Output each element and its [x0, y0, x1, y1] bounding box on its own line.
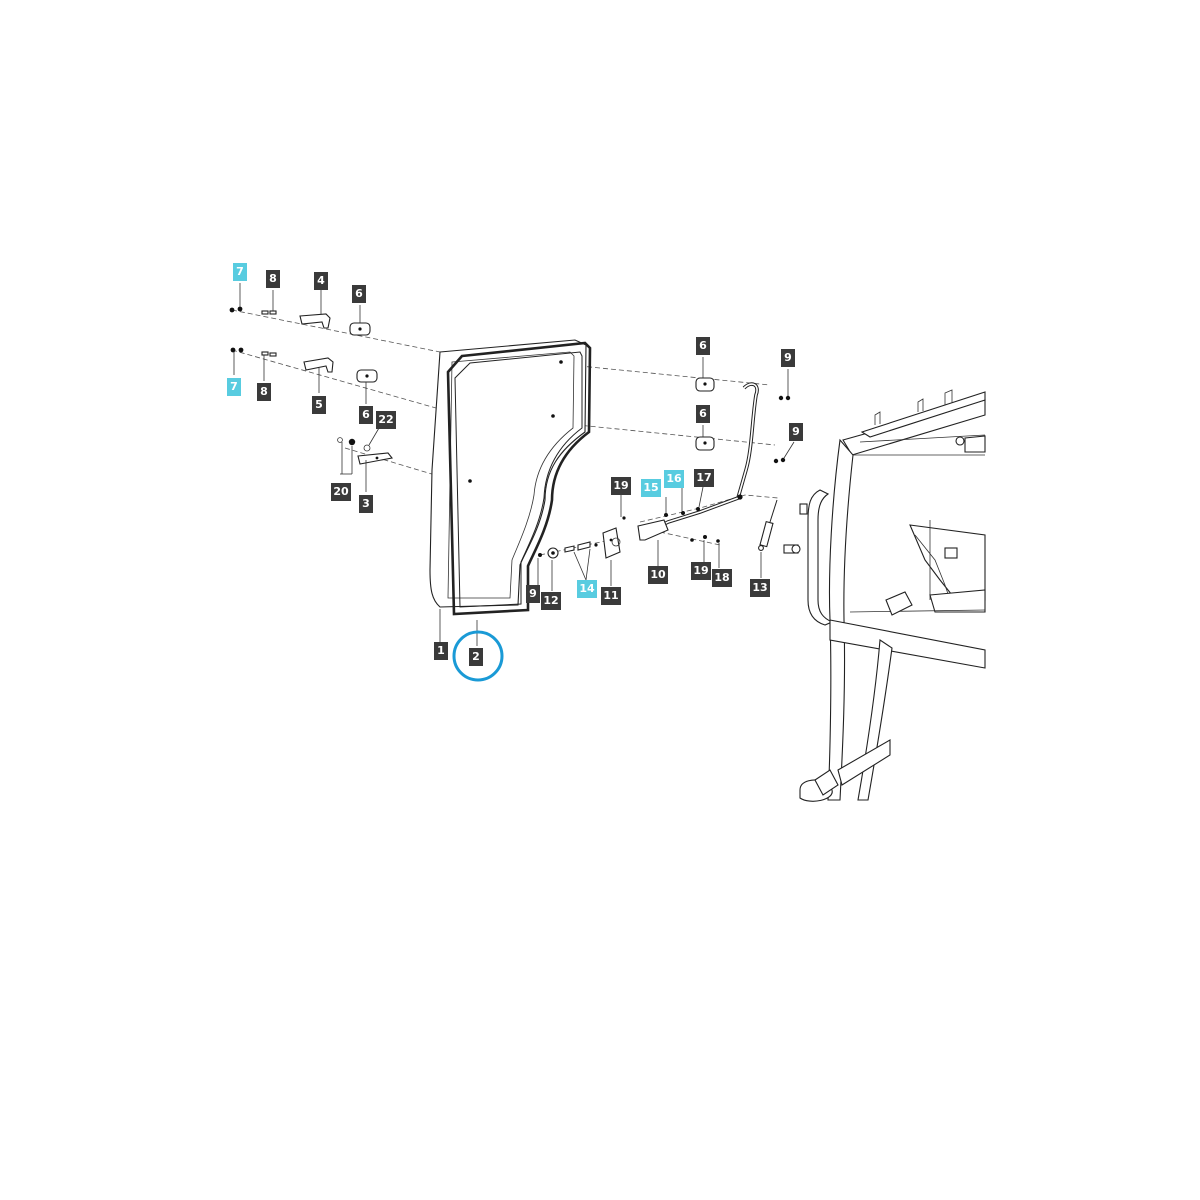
- callout-15[interactable]: 15: [641, 479, 661, 497]
- callout-19-lower[interactable]: 19: [691, 562, 711, 580]
- lower-hinge-group[interactable]: [230, 347, 378, 383]
- callout-6-lower-right[interactable]: 6: [696, 405, 710, 423]
- callout-16[interactable]: 16: [664, 470, 684, 488]
- callout-2-selected[interactable]: 2: [469, 648, 483, 666]
- glass-mount-holes: [468, 360, 563, 483]
- door-handle-rod[interactable]: [651, 382, 759, 532]
- callout-9-middle[interactable]: 9: [789, 423, 803, 441]
- callout-6-lower-left[interactable]: 6: [359, 406, 373, 424]
- callout-8-lower[interactable]: 8: [257, 383, 271, 401]
- callout-6-upper-left[interactable]: 6: [352, 285, 366, 303]
- cab-frame: [783, 389, 986, 802]
- callout-9-upper[interactable]: 9: [781, 349, 795, 367]
- callout-22[interactable]: 22: [376, 411, 396, 429]
- callout-6-upper-right[interactable]: 6: [696, 337, 710, 355]
- leader-lines: [233, 283, 795, 646]
- frame-hinge-plates[interactable]: [695, 377, 791, 464]
- upper-hinge-group[interactable]: [229, 306, 371, 336]
- callout-9-lower[interactable]: 9: [526, 585, 540, 603]
- selection-ring: [452, 630, 504, 682]
- callout-5[interactable]: 5: [312, 396, 326, 414]
- callout-1[interactable]: 1: [434, 642, 448, 660]
- callout-11[interactable]: 11: [601, 587, 621, 605]
- callout-14[interactable]: 14: [577, 580, 597, 598]
- callout-13[interactable]: 13: [750, 579, 770, 597]
- gas-strut-part-13[interactable]: [758, 499, 778, 551]
- callout-17[interactable]: 17: [694, 469, 714, 487]
- callout-8-upper[interactable]: 8: [266, 270, 280, 288]
- door-glass-part-1[interactable]: [429, 339, 587, 608]
- check-strap-group[interactable]: [337, 437, 394, 465]
- callout-10[interactable]: 10: [648, 566, 668, 584]
- callout-3[interactable]: 3: [359, 495, 373, 513]
- callout-4[interactable]: 4: [314, 272, 328, 290]
- callout-18[interactable]: 18: [712, 569, 732, 587]
- callout-19-upper[interactable]: 19: [611, 477, 631, 495]
- callout-7-lower[interactable]: 7: [227, 378, 241, 396]
- latch-assembly[interactable]: [538, 507, 720, 559]
- callout-7-upper[interactable]: 7: [233, 263, 247, 281]
- callout-12[interactable]: 12: [541, 592, 561, 610]
- callout-20[interactable]: 20: [331, 483, 351, 501]
- door-seal-part-2[interactable]: [446, 341, 592, 616]
